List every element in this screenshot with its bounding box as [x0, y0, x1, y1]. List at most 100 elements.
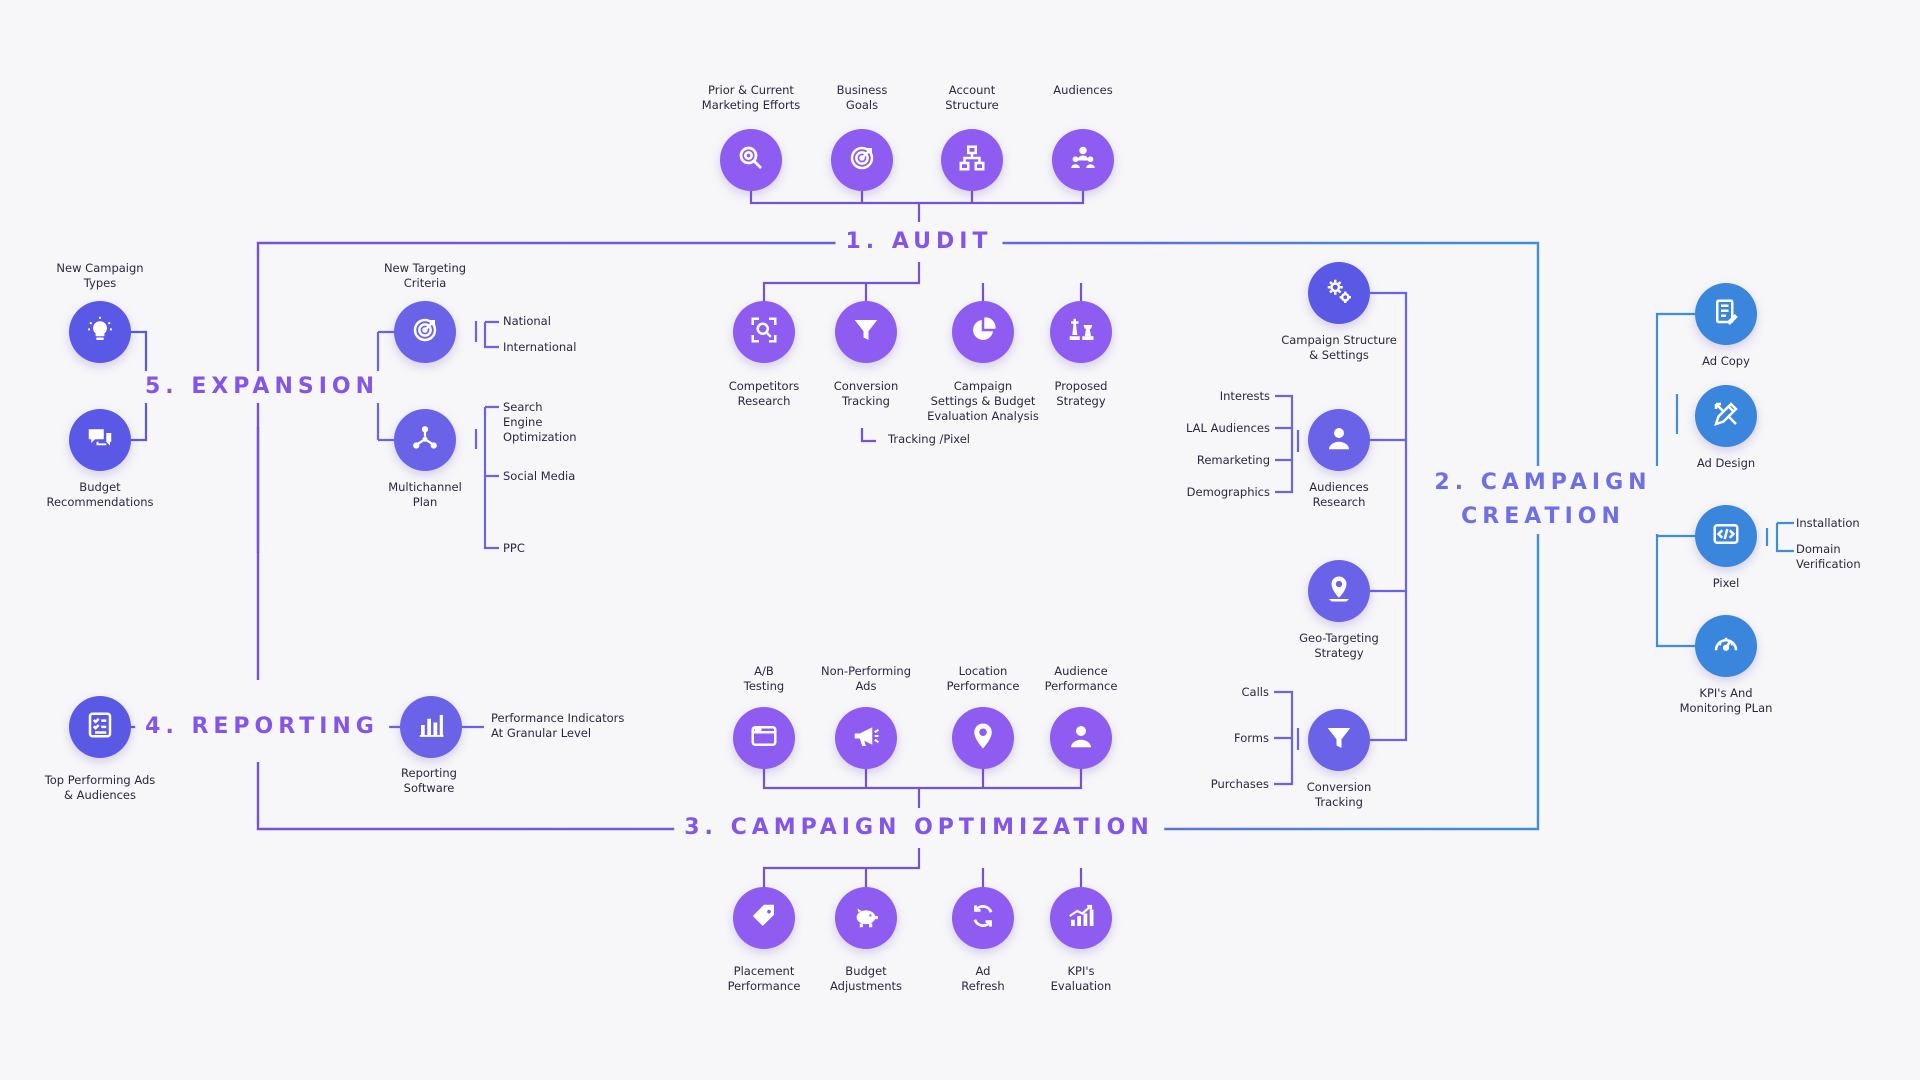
search-icon	[736, 143, 766, 177]
label-reporting-software: Reporting Software	[401, 766, 457, 795]
tag-icon	[749, 901, 779, 935]
label-forms: Forms	[1234, 731, 1269, 745]
node-proposed-strategy[interactable]	[1050, 301, 1112, 363]
node-reporting-software[interactable]	[400, 696, 462, 758]
node-campaign-structure[interactable]	[1308, 262, 1370, 324]
node-kpis-evaluation[interactable]	[1050, 887, 1112, 949]
node-account-structure[interactable]	[941, 129, 1003, 191]
label-non-performing-ads: Non-Performing Ads	[820, 664, 912, 693]
hierarchy-icon	[957, 143, 987, 177]
node-non-performing-ads[interactable]	[835, 707, 897, 769]
label-lal-audiences: LAL Audiences	[1185, 421, 1270, 435]
label-ad-refresh: Ad Refresh	[961, 964, 1005, 993]
label-performance-indicators: Performance Indicators At Granular Level	[491, 711, 625, 740]
target-icon	[410, 315, 440, 349]
tracking-pixel-bracket	[860, 428, 876, 443]
label-business-goals: Business Goals	[836, 83, 888, 112]
targeting-items-bracket	[474, 320, 499, 349]
label-kpis-evaluation: KPI's Evaluation	[1050, 964, 1112, 993]
phase-title-audit: 1. AUDIT	[835, 226, 1003, 258]
user-icon	[1324, 423, 1354, 457]
node-business-goals[interactable]	[831, 129, 893, 191]
node-audiences-research[interactable]	[1308, 409, 1370, 471]
node-ad-copy[interactable]	[1695, 283, 1757, 345]
document-icon	[1711, 297, 1741, 331]
node-location-performance[interactable]	[952, 707, 1014, 769]
label-seo: Search Engine Optimization	[503, 400, 577, 444]
node-ad-refresh[interactable]	[952, 887, 1014, 949]
node-audience-performance[interactable]	[1050, 707, 1112, 769]
phase-title-campaign-optimization: 3. CAMPAIGN OPTIMIZATION	[674, 812, 1164, 844]
label-domain-verification: Domain Verification	[1796, 542, 1861, 571]
node-competitors-research[interactable]	[733, 301, 795, 363]
creation-inner-connectors	[1370, 291, 1408, 742]
label-account-structure: Account Structure	[945, 83, 999, 112]
node-budget-adjustments[interactable]	[835, 887, 897, 949]
optimization-top-connectors	[762, 769, 1083, 790]
phase-title-campaign-creation: 2. CAMPAIGN CREATION	[1424, 466, 1662, 534]
node-pixel[interactable]	[1695, 505, 1757, 567]
node-multichannel-plan[interactable]	[394, 409, 456, 471]
phase-title-reporting: 4. REPORTING	[135, 711, 389, 743]
node-new-campaign-types[interactable]	[69, 301, 131, 363]
node-campaign-settings-budget[interactable]	[952, 301, 1014, 363]
label-demographics: Demographics	[1186, 485, 1270, 499]
conversion-items-bracket	[1274, 690, 1294, 786]
node-audiences[interactable]	[1052, 129, 1114, 191]
label-audiences: Audiences	[1053, 83, 1113, 97]
label-ab-testing: A/B Testing	[743, 664, 785, 693]
label-installation: Installation	[1796, 516, 1860, 530]
node-ad-design[interactable]	[1695, 385, 1757, 447]
node-conversion-tracking-audit[interactable]	[835, 301, 897, 363]
chess-icon	[1066, 315, 1096, 349]
label-budget-recommendations: Budget Recommendations	[46, 480, 154, 509]
refresh-icon	[968, 901, 998, 935]
label-prior-marketing: Prior & Current Marketing Efforts	[701, 83, 801, 112]
node-new-targeting[interactable]	[394, 301, 456, 363]
pixel-items-bracket	[1775, 521, 1794, 553]
label-ppc: PPC	[503, 541, 525, 555]
node-top-performing[interactable]	[69, 696, 131, 758]
label-campaign-settings-budget: Campaign Settings & Budget Evaluation An…	[927, 379, 1039, 423]
funnel-icon	[1324, 723, 1354, 757]
node-budget-recommendations[interactable]	[69, 409, 131, 471]
label-remarketing: Remarketing	[1196, 453, 1270, 467]
label-national: National	[503, 314, 551, 328]
label-top-performing: Top Performing Ads & Audiences	[44, 773, 156, 802]
label-tracking-pixel: Tracking /Pixel	[888, 432, 971, 446]
pie-chart-icon	[968, 315, 998, 349]
piggy-bank-icon	[851, 901, 881, 935]
node-ab-testing[interactable]	[733, 707, 795, 769]
chat-bubbles-icon	[85, 423, 115, 457]
label-multichannel-plan: Multichannel Plan	[388, 480, 462, 509]
label-audiences-research: Audiences Research	[1309, 480, 1369, 509]
people-icon	[1068, 143, 1098, 177]
label-location-performance: Location Performance	[946, 664, 1020, 693]
node-placement-performance[interactable]	[733, 887, 795, 949]
label-campaign-structure: Campaign Structure & Settings	[1281, 333, 1397, 362]
label-calls: Calls	[1241, 685, 1269, 699]
label-social-media: Social Media	[503, 469, 576, 483]
audience-items-bracket	[1275, 394, 1294, 494]
megaphone-icon	[851, 721, 881, 755]
audit-top-connectors	[749, 191, 1085, 205]
checklist-icon	[85, 710, 115, 744]
label-kpis-monitoring: KPI's And Monitoring PLan	[1679, 686, 1773, 715]
gears-icon	[1324, 276, 1354, 310]
map-pin-icon	[1324, 574, 1354, 608]
phase-title-expansion: 5. EXPANSION	[134, 371, 390, 403]
node-conversion-tracking-creation[interactable]	[1308, 709, 1370, 771]
node-prior-marketing[interactable]	[720, 129, 782, 191]
label-interests: Interests	[1219, 389, 1270, 403]
label-proposed-strategy: Proposed Strategy	[1054, 379, 1108, 408]
node-kpis-monitoring[interactable]	[1695, 615, 1757, 677]
audit-bottom-connectors	[762, 262, 1083, 301]
node-geo-targeting[interactable]	[1308, 560, 1370, 622]
label-budget-adjustments: Budget Adjustments	[829, 964, 903, 993]
bar-chart-icon	[416, 710, 446, 744]
user-icon	[1066, 721, 1096, 755]
scan-search-icon	[749, 315, 779, 349]
label-new-campaign-types: New Campaign Types	[56, 261, 144, 290]
